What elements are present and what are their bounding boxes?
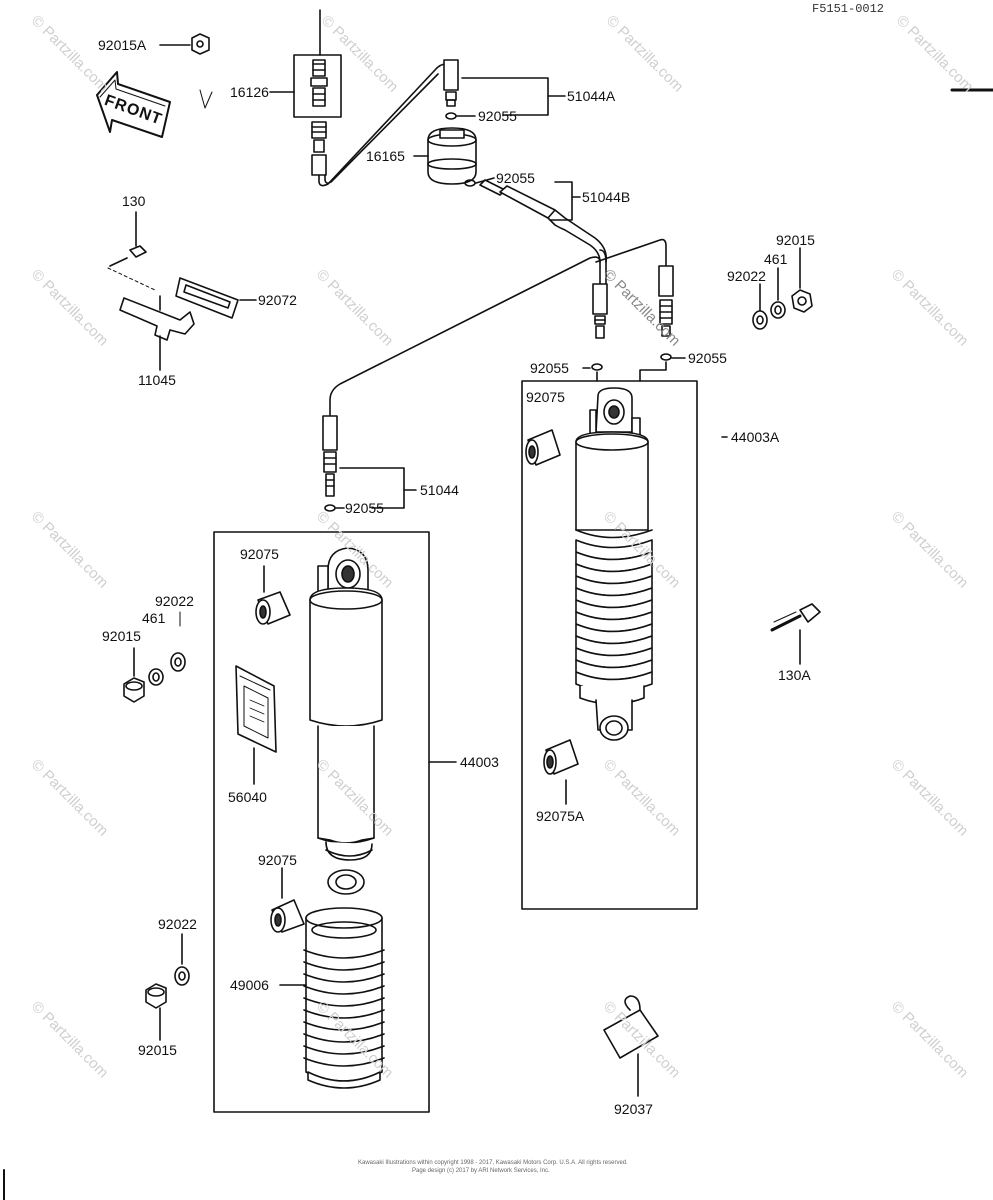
- part-label-51044B[interactable]: 51044B: [582, 189, 631, 205]
- hose-fitting-51044B: [479, 179, 608, 285]
- part-label-92075[interactable]: 92075: [240, 546, 279, 562]
- boot-49006: [303, 907, 385, 1089]
- fitting-upper-right: [658, 265, 674, 337]
- nut-92015A: [191, 33, 210, 55]
- part-label-461[interactable]: 461: [764, 251, 788, 267]
- bushing-92075A: [543, 739, 579, 775]
- hose-fitting-51044: [322, 415, 338, 497]
- box-16126: [293, 54, 342, 118]
- hose-right-branch: [595, 238, 667, 267]
- part-label-130[interactable]: 130: [122, 193, 146, 209]
- nut-92015-left: [123, 677, 145, 703]
- part-label-92075[interactable]: 92075: [258, 852, 297, 868]
- part-label-92015[interactable]: 92015: [776, 232, 815, 248]
- part-label-92015[interactable]: 92015: [138, 1042, 177, 1058]
- part-label-92075[interactable]: 92075: [526, 389, 565, 405]
- part-label-44003[interactable]: 44003: [460, 754, 499, 770]
- footer-copyright: Kawasaki Illustrations within copyright …: [358, 1160, 628, 1166]
- fitting-upper-left: [592, 283, 608, 339]
- part-label-49006[interactable]: 49006: [230, 977, 269, 993]
- bushing-92075-left: [255, 591, 291, 625]
- part-label-16126[interactable]: 16126: [230, 84, 269, 100]
- oring-92055-a: [445, 112, 457, 120]
- washer-92022-left: [170, 652, 186, 672]
- diagram-code: F5151-0012: [812, 2, 885, 16]
- part-label-92075A[interactable]: 92075A: [536, 808, 585, 824]
- oring-92055-b: [464, 179, 476, 187]
- nut-92015-left-2: [145, 983, 167, 1009]
- part-label-92055[interactable]: 92055: [688, 350, 727, 366]
- lockwasher-461-left: [148, 668, 164, 686]
- shock-absorber-44003A: [575, 387, 653, 741]
- hose-main: [329, 256, 601, 417]
- part-label-92022[interactable]: 92022: [158, 916, 197, 932]
- part-label-92055[interactable]: 92055: [496, 170, 535, 186]
- tag-92037: [603, 995, 659, 1059]
- part-label-130A[interactable]: 130A: [778, 667, 811, 683]
- part-label-461[interactable]: 461: [142, 610, 166, 626]
- part-label-56040[interactable]: 56040: [228, 789, 267, 805]
- part-label-92055[interactable]: 92055: [530, 360, 569, 376]
- front-arrow-badge: [96, 71, 171, 138]
- part-label-51044A[interactable]: 51044A: [567, 88, 616, 104]
- part-label-51044[interactable]: 51044: [420, 482, 459, 498]
- clip-92072: [175, 277, 239, 319]
- part-label-11045[interactable]: 11045: [138, 372, 176, 388]
- part-label-16165[interactable]: 16165: [366, 148, 405, 164]
- bracket-11045: [119, 295, 195, 341]
- part-label-92055[interactable]: 92055: [345, 500, 384, 516]
- bolt-130A: [770, 603, 821, 632]
- part-label-92037[interactable]: 92037: [614, 1101, 653, 1117]
- footer-page-design: Page design (c) 2017 by ARI Network Serv…: [412, 1168, 550, 1174]
- bracket-51044: [339, 467, 405, 509]
- washer-92022-left-2: [174, 966, 190, 986]
- box-44003A: [521, 380, 698, 910]
- part-label-92015[interactable]: 92015: [102, 628, 141, 644]
- hose-fitting-16126-lower: [311, 63, 447, 187]
- oring-92055-c: [591, 363, 603, 371]
- reservoir-16165: [427, 127, 477, 185]
- part-label-92022[interactable]: 92022: [727, 268, 766, 284]
- hose-fitting-51044A: [443, 59, 459, 107]
- dash-marker: [199, 89, 213, 109]
- fitting-16126: [310, 59, 328, 107]
- part-label-92015A[interactable]: 92015A: [98, 37, 147, 53]
- oring-92055-d: [660, 353, 672, 361]
- shock-absorber-44003: [309, 547, 383, 895]
- bracket-51044B: [549, 181, 573, 221]
- washer-92022-right: [752, 310, 768, 330]
- oring-92055-e: [324, 504, 336, 512]
- part-label-92055[interactable]: 92055: [478, 108, 517, 124]
- label-56040: [235, 665, 277, 753]
- nut-92015-right: [791, 289, 813, 313]
- lockwasher-461-right: [770, 301, 786, 319]
- bushing-92075-left-2: [270, 899, 305, 933]
- part-label-92072[interactable]: 92072: [258, 292, 297, 308]
- bushing-92075-right: [525, 429, 561, 466]
- bolt-130: [109, 211, 147, 267]
- box-44003: [213, 531, 430, 1113]
- part-label-92022[interactable]: 92022: [155, 593, 194, 609]
- part-label-44003A[interactable]: 44003A: [731, 429, 780, 445]
